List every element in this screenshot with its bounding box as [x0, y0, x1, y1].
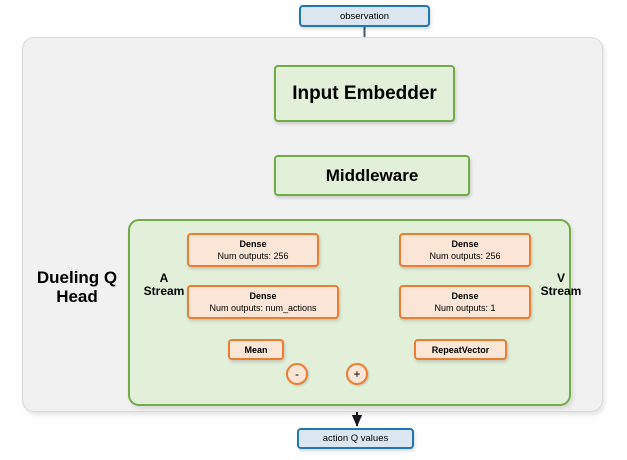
dueling-q-head-label: Dueling Q Head — [27, 268, 127, 306]
node-middleware[interactable]: Middleware — [274, 155, 470, 196]
node-observation-label: observation — [339, 10, 390, 22]
v-stream-label: V Stream — [533, 271, 589, 299]
node-repeat-vector-label: RepeatVector — [431, 344, 490, 355]
node-v-stream-dense-256[interactable]: Dense Num outputs: 256 — [399, 233, 531, 267]
node-input-embedder[interactable]: Input Embedder — [274, 65, 455, 122]
a-stream-label-line2: Stream — [143, 284, 185, 299]
v-stream-label-line2: Stream — [540, 284, 582, 299]
node-action-q-values-label: action Q values — [322, 433, 389, 444]
node-repeat-vector[interactable]: RepeatVector — [414, 339, 507, 360]
dueling-q-head-label-line1: Dueling Q — [36, 268, 118, 287]
node-a-stream-dense-num-actions[interactable]: Dense Num outputs: num_actions — [187, 285, 339, 319]
node-mean[interactable]: Mean — [228, 339, 284, 360]
node-v-stream-dense-256-title: Dense — [451, 239, 479, 249]
node-middleware-label: Middleware — [325, 165, 419, 185]
operator-subtract-symbol: - — [295, 367, 299, 381]
operator-subtract[interactable]: - — [286, 363, 308, 385]
a-stream-label-line1: A — [159, 271, 169, 285]
a-stream-label: A Stream — [138, 271, 190, 299]
node-v-stream-dense-1-title: Dense — [451, 291, 479, 301]
node-v-stream-dense-1[interactable]: Dense Num outputs: 1 — [399, 285, 531, 319]
node-mean-label: Mean — [244, 344, 268, 355]
operator-add[interactable]: + — [346, 363, 368, 385]
node-v-stream-dense-1-subtitle: Num outputs: 1 — [434, 303, 496, 313]
node-input-embedder-label: Input Embedder — [292, 82, 437, 104]
operator-add-symbol: + — [353, 367, 361, 381]
node-a-stream-dense-num-actions-title: Dense — [249, 291, 277, 301]
dueling-q-head-label-line2: Head — [56, 287, 98, 307]
node-v-stream-dense-256-subtitle: Num outputs: 256 — [429, 251, 501, 261]
node-observation[interactable]: observation — [299, 5, 430, 27]
node-action-q-values[interactable]: action Q values — [297, 428, 414, 449]
node-a-stream-dense-num-actions-subtitle: Num outputs: num_actions — [209, 303, 317, 313]
node-a-stream-dense-256-subtitle: Num outputs: 256 — [217, 251, 289, 261]
v-stream-label-line1: V — [556, 271, 565, 285]
node-a-stream-dense-256-title: Dense — [239, 239, 267, 249]
node-a-stream-dense-256[interactable]: Dense Num outputs: 256 — [187, 233, 319, 267]
